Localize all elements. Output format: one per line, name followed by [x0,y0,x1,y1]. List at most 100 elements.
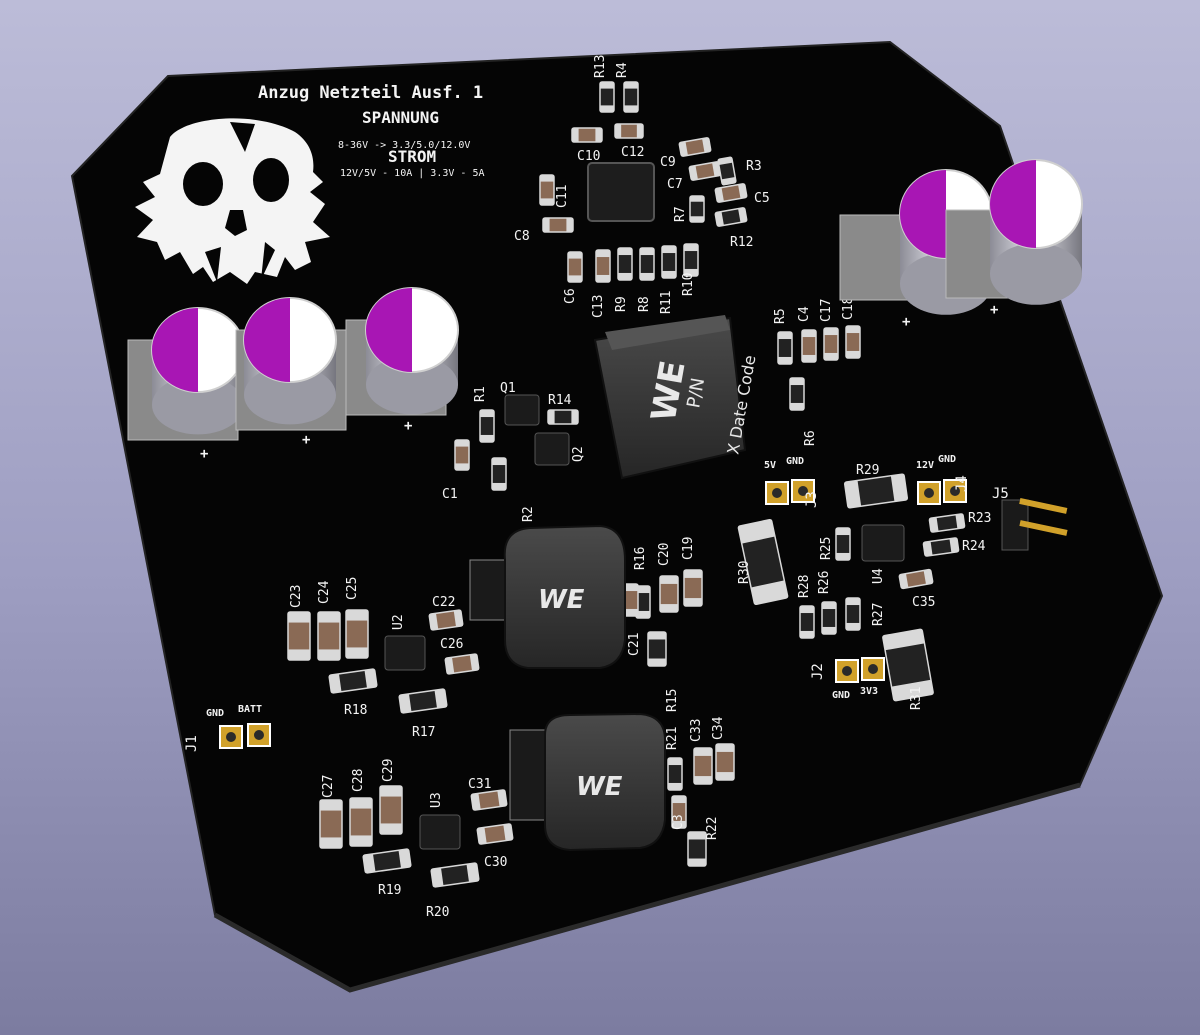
refdes-c8: C8 [514,229,530,244]
refdes-r4: R4 [615,62,630,78]
refdes-c12: C12 [621,145,644,160]
refdes-r22: R22 [705,817,720,840]
refdes-r5: R5 [773,308,788,324]
refdes-r6: R6 [803,430,818,446]
component-c32 [671,795,687,829]
refdes-r23: R23 [968,511,991,526]
refdes-r13: R13 [593,55,608,78]
component-c35 [898,568,934,590]
component-r21 [667,757,683,791]
q2-transistor [534,432,570,466]
refdes-u2: U2 [391,614,406,630]
refdes-c25: C25 [345,577,360,600]
refdes-c19: C19 [681,537,696,560]
component-r12 [714,207,748,227]
electrolytic-capacitor-c-bulk-3: + [345,287,459,434]
electrolytic-capacitor-c-bulk-1: + [127,307,245,462]
refdes-r19: R19 [378,883,401,898]
connector-j2-ref: J2 [810,663,826,680]
component-c6 [567,251,583,283]
refdes-c23: C23 [289,585,304,608]
strom-heading: STROM [388,147,436,166]
refdes-r15: R15 [665,689,680,712]
component-c18 [845,325,861,359]
component-c34 [715,743,735,781]
component-c28 [349,797,373,847]
refdes-c34: C34 [711,716,726,740]
component-c12 [614,123,644,139]
connector-j3-pin2-label: GND [786,456,804,467]
u1-controller-ic [587,162,655,222]
spannung-heading: SPANNUNG [362,108,439,127]
component-r26 [821,601,837,635]
component-c30 [476,823,514,845]
refdes-r27: R27 [871,603,886,626]
connector-j3-pin1-label: 5V [764,460,776,471]
refdes-c30: C30 [484,855,507,870]
refdes-r26: R26 [817,571,832,594]
main-inductor-pn: P/N [683,376,709,410]
refdes-q2: Q2 [571,446,586,462]
inductor-l3-logo: WE [576,772,623,802]
refdes-c9: C9 [660,155,676,170]
refdes-c11: C11 [555,185,570,208]
refdes-c7: C7 [667,177,683,192]
refdes-c4: C4 [797,306,812,322]
refdes-c27: C27 [321,775,336,798]
component-r22 [687,831,707,867]
component-c33 [693,747,713,785]
component-r24 [922,537,960,557]
connector-j4-pin2-label: GND [938,454,956,465]
component-r2 [491,457,507,491]
q1-transistor [504,394,540,426]
refdes-r30: R30 [737,561,752,584]
refdes-r1: R1 [473,386,488,402]
component-r28 [799,605,815,639]
refdes-c28: C28 [351,769,366,792]
refdes-c13: C13 [591,295,606,318]
component-c21 [623,583,639,617]
board-title: Anzug Netzteil Ausf. 1 [258,83,483,103]
refdes-c6: C6 [563,288,578,304]
refdes-r18: R18 [344,703,367,718]
spannung-spec: 8-36V -> 3.3/5.0/12.0V [338,140,470,151]
refdes-r31: R31 [909,687,924,710]
refdes-u4: U4 [871,568,886,584]
component-c1 [454,439,470,471]
inductor-l2: WE [469,524,626,669]
component-c9 [678,137,712,157]
component-r23 [928,513,966,533]
component-c23 [287,611,311,661]
component-r31 [882,628,934,702]
refdes-r17: R17 [412,725,435,740]
connector-j2-pin2-label: 3V3 [860,686,878,697]
component-c29 [379,785,403,835]
refdes-r12: R12 [730,235,753,250]
refdes-c33: C33 [689,719,704,742]
refdes-c32: C3 [671,814,686,830]
connector-j1-pin1-label: GND [206,708,224,719]
u2-ic [384,635,426,671]
connector-j1-pin2-label: BATT [238,704,262,715]
component-c26 [444,653,480,675]
component-r16 [635,585,651,619]
component-r9 [617,247,633,281]
component-c31 [470,789,508,811]
polarity-plus: + [200,446,208,462]
polarity-plus: + [902,314,910,330]
strom-spec: 12V/5V - 10A | 3.3V - 5A [340,168,485,179]
refdes-r28: R28 [797,575,812,598]
component-r25 [835,527,851,561]
refdes-c1: C1 [442,487,458,502]
polarity-plus: + [990,302,998,318]
component-c10 [571,127,603,143]
refdes-r21: R21 [665,727,680,750]
pcb-board-edge [213,782,1081,993]
polarity-plus: + [404,418,412,434]
component-r30 [737,518,789,606]
